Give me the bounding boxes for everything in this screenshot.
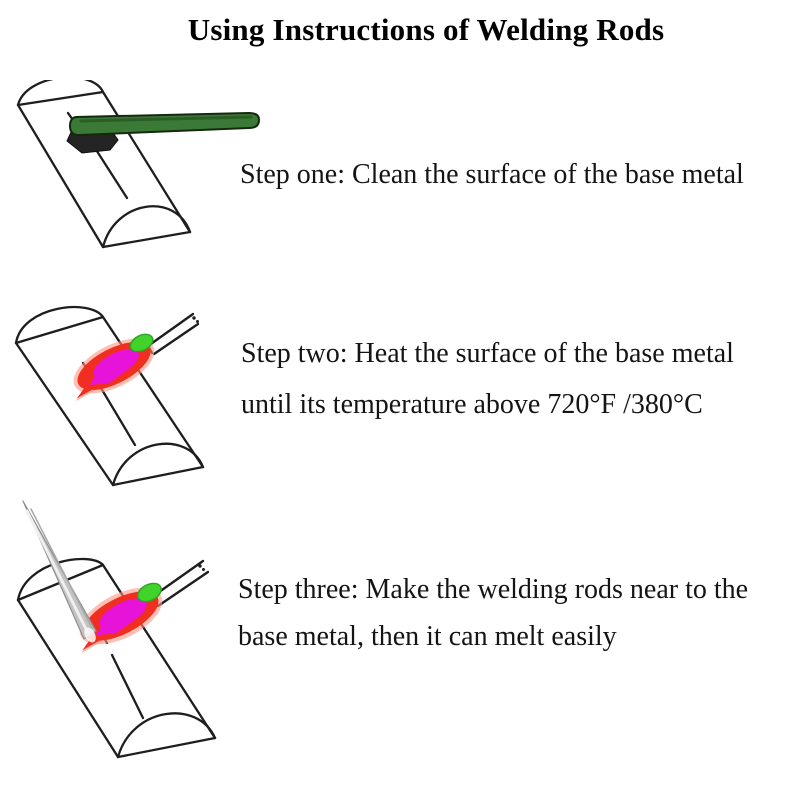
caption-line: Step two: Heat the surface of the base m… [241,338,734,369]
wire-brush-icon [66,111,261,154]
torch-flame-icon [79,582,163,653]
rod-streak [30,508,93,629]
page-title: Using Instructions of Welding Rods [187,12,665,47]
step-three-caption: Step three: Make the welding rods near t… [238,566,748,660]
brush-handle [68,111,261,137]
caption-line: Step one: Clean the surface of the base … [240,159,744,190]
flame-tip [129,333,154,353]
welding-rod-icon [22,500,97,643]
seam-crack-line [98,629,145,720]
flame-inner-bolt [96,598,139,636]
caption-line: until its temperature above 720°F /380°C [241,389,703,420]
torch-flame-icon [73,333,155,402]
step-two-illustration [14,305,205,487]
step-one-illustration [16,80,261,249]
flame-inner-bolt [89,348,131,385]
step-three-illustration [16,500,217,759]
flame-tip [137,582,162,603]
step-one-caption: Step one: Clean the surface of the base … [240,155,744,195]
base-metal-icon [16,80,192,249]
rod-melt-tip [84,627,96,643]
base-metal-icon [14,305,205,487]
brush-handle-shade [79,115,253,123]
caption-line: Step three: Make the welding rods near t… [238,574,749,605]
rod-highlight [25,509,90,635]
caption-line: base metal, then it can melt easily [238,621,617,652]
step-two-caption: Step two: Heat the surface of the base m… [241,328,734,430]
